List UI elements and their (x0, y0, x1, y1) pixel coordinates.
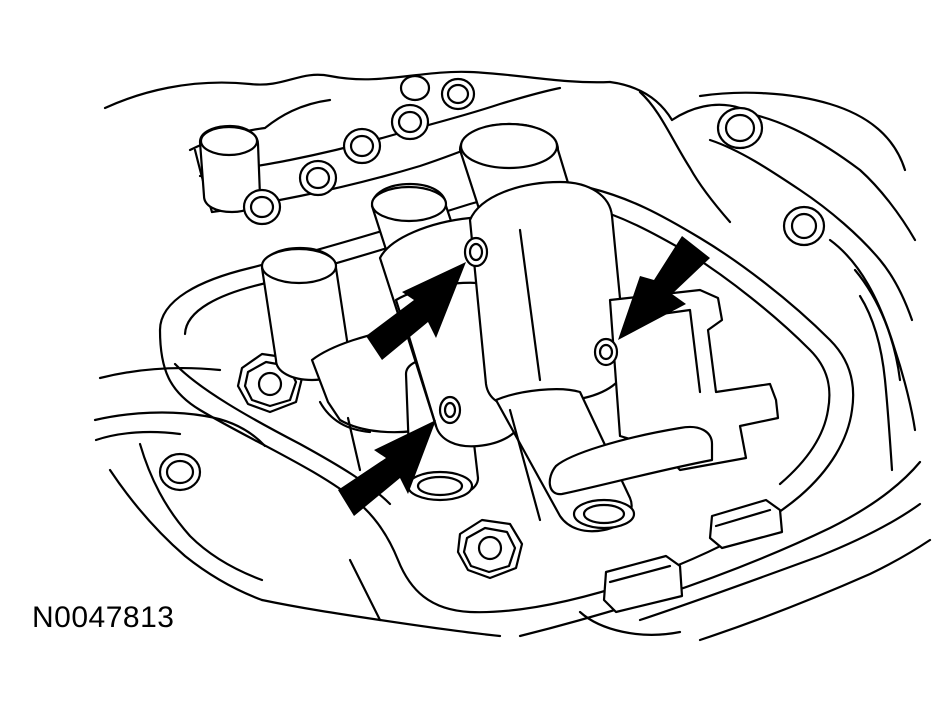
arrow-icon (338, 420, 436, 516)
upper-rib (193, 86, 562, 214)
retaining-screw-upper (463, 236, 489, 268)
arrow-callout-upper-left (366, 262, 466, 360)
arrow-callout-right (618, 236, 710, 340)
casting-holes (158, 74, 826, 492)
figure-reference-number: N0047813 (32, 601, 175, 634)
arrow-icon (366, 262, 466, 360)
retaining-bracket (548, 288, 780, 496)
hex-bolt-lower (456, 518, 524, 580)
lower-connectors (578, 498, 784, 636)
housing-outline (93, 70, 932, 642)
arrow-callout-lower-left (338, 420, 436, 516)
arrow-icon (618, 236, 710, 340)
retaining-screw-lower (438, 395, 462, 425)
retaining-screw-right (593, 337, 619, 367)
